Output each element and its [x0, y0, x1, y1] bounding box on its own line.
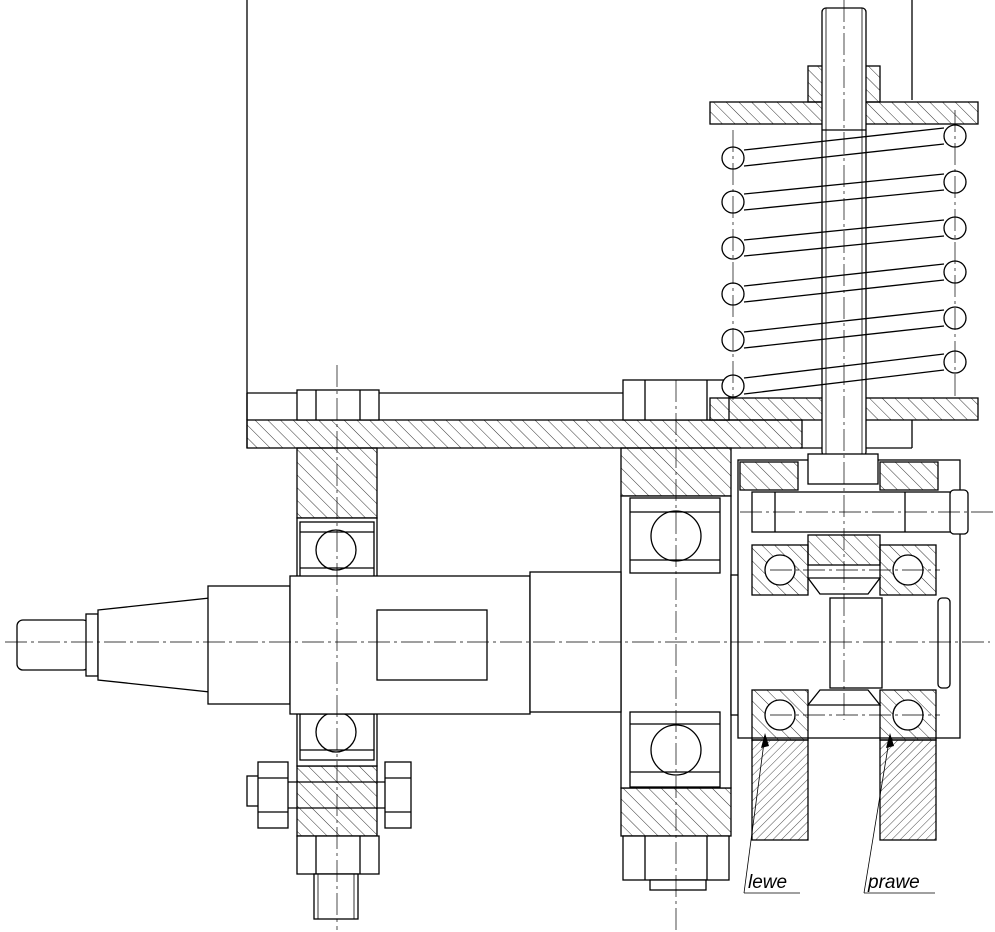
- label-lewe: lewe: [743, 733, 800, 894]
- center-lines: [5, 0, 995, 930]
- bottom-nut-left: [296, 835, 380, 920]
- top-nut-left: [296, 389, 380, 421]
- gearbox: [737, 459, 969, 741]
- left-leg: [751, 739, 809, 841]
- label-left-text: lewe: [748, 872, 787, 893]
- label-right-text: prawe: [867, 872, 920, 893]
- side-bolt: [246, 761, 412, 829]
- label-prawe: prawe: [863, 733, 935, 894]
- base-plate: [246, 419, 803, 449]
- right-leg: [879, 739, 937, 841]
